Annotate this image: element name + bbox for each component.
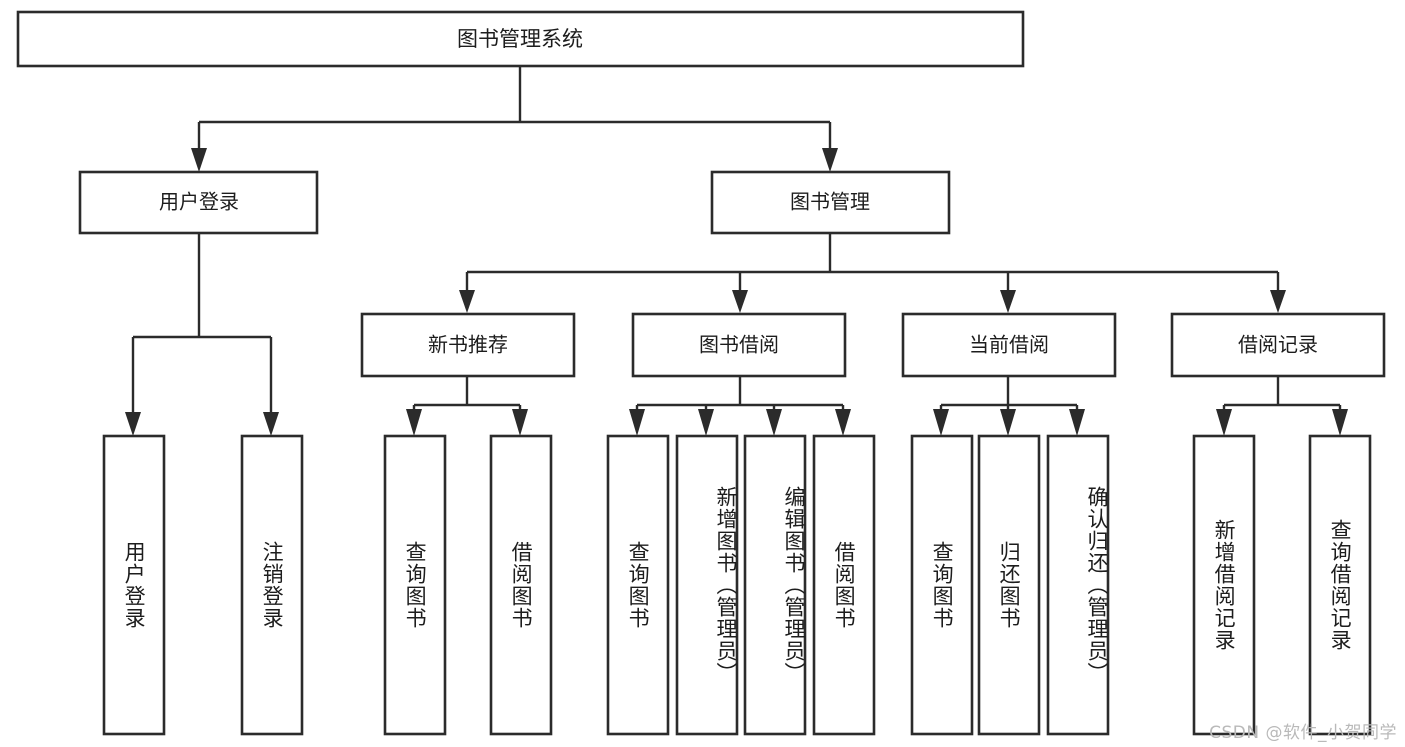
connector-borrowrecord-to-leaves — [1216, 376, 1348, 436]
connector-newbook-to-leaves — [406, 376, 528, 436]
node-new-book-recommend[interactable]: 新书推荐 — [360, 312, 576, 378]
leaf-current-return-book[interactable] — [977, 434, 1041, 736]
leaf-current-confirm-return[interactable] — [1046, 434, 1110, 736]
connector-userlogin-to-leaves — [125, 233, 279, 436]
node-book-management-label: 图书管理 — [790, 190, 870, 214]
leaf-borrow-edit-book[interactable] — [743, 434, 807, 736]
node-borrow-record-label: 借阅记录 — [1238, 333, 1318, 357]
leaf-logout[interactable] — [240, 434, 304, 736]
node-root-label: 图书管理系统 — [457, 27, 583, 51]
node-current-borrow[interactable]: 当前借阅 — [901, 312, 1117, 378]
node-current-borrow-label: 当前借阅 — [969, 333, 1049, 357]
connector-root-to-level2 — [191, 66, 838, 172]
node-book-management[interactable]: 图书管理 — [710, 170, 951, 235]
leaf-record-query-record[interactable] — [1308, 434, 1372, 736]
leaf-borrow-add-book[interactable] — [675, 434, 739, 736]
node-user-login-label: 用户登录 — [159, 190, 239, 214]
watermark-text: CSDN @软件_小贺同学 — [1209, 723, 1397, 743]
connector-bookborrow-to-leaves — [629, 376, 851, 436]
node-root[interactable]: 图书管理系统 — [16, 10, 1025, 68]
node-borrow-record[interactable]: 借阅记录 — [1170, 312, 1386, 378]
node-book-borrow[interactable]: 图书借阅 — [631, 312, 847, 378]
leaf-record-add-record[interactable] — [1192, 434, 1256, 736]
leaf-borrow-borrow-book[interactable] — [812, 434, 876, 736]
node-user-login[interactable]: 用户登录 — [78, 170, 319, 235]
connector-bookmgmt-to-level3 — [459, 233, 1286, 313]
leaf-user-login[interactable] — [102, 434, 166, 736]
leaf-borrow-query-book[interactable] — [606, 434, 670, 736]
leaf-newbook-borrow-book[interactable] — [489, 434, 553, 736]
connector-currentborrow-to-leaves — [933, 376, 1085, 436]
node-book-borrow-label: 图书借阅 — [699, 333, 779, 357]
node-new-book-recommend-label: 新书推荐 — [428, 333, 508, 357]
leaf-newbook-query-book[interactable] — [383, 434, 447, 736]
leaf-current-query-book[interactable] — [910, 434, 974, 736]
